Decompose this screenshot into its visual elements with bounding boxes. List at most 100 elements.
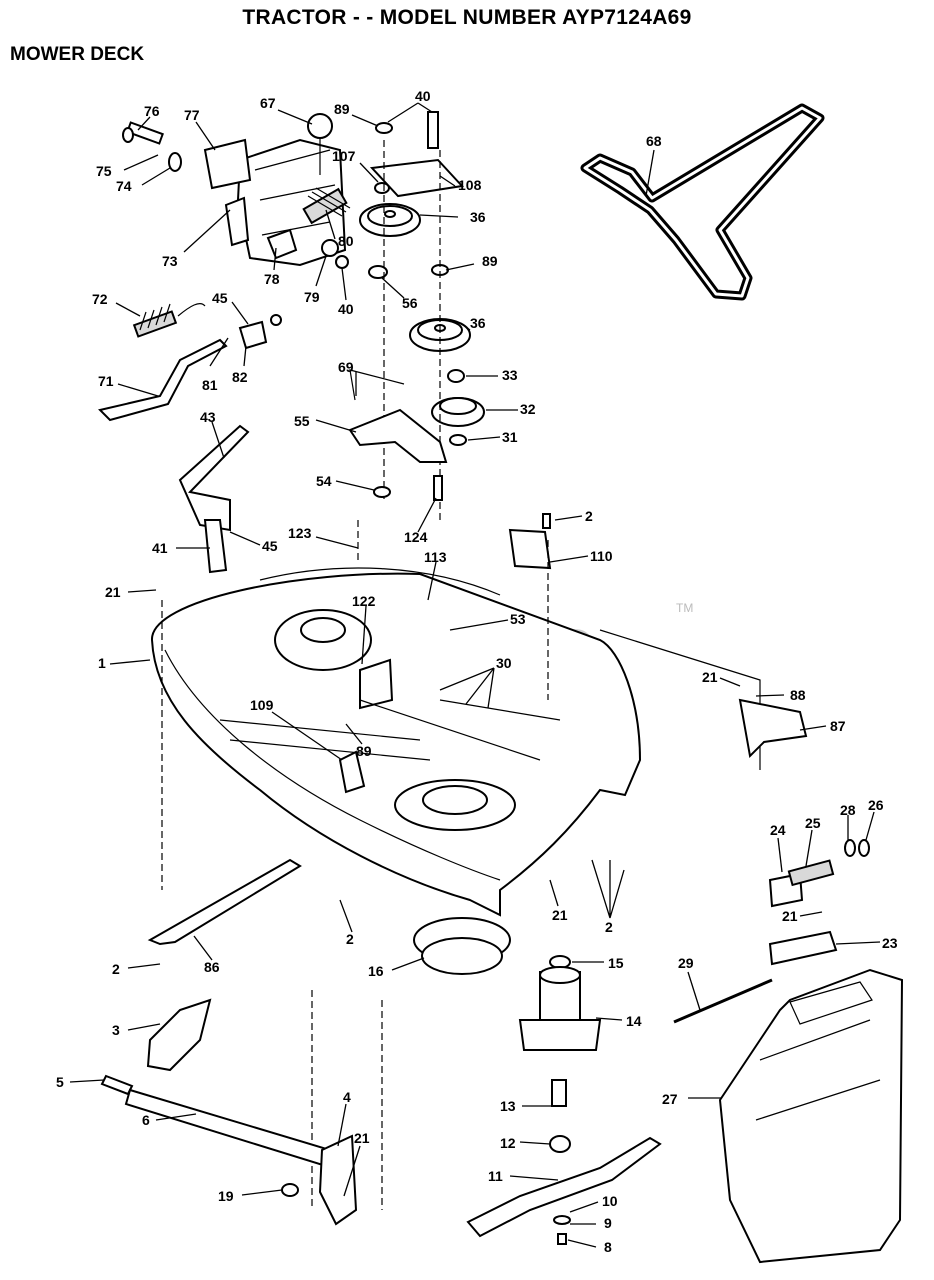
- mower-deck-part-1: [150, 567, 642, 917]
- leader-lines: [69, 102, 881, 1248]
- callout-10: 10: [602, 1193, 618, 1209]
- callout-122: 122: [352, 593, 376, 609]
- callout-9: 9: [604, 1215, 612, 1231]
- callout-4: 4: [343, 1089, 351, 1105]
- callout-78: 78: [264, 271, 280, 287]
- rod-part-71: [98, 338, 228, 422]
- callout-28: 28: [840, 802, 856, 818]
- washer-part-28: [844, 839, 856, 857]
- callout-31: 31: [502, 429, 518, 445]
- callout-21: 21: [782, 908, 798, 924]
- callout-56: 56: [402, 295, 418, 311]
- callout-86: 86: [204, 959, 220, 975]
- callout-14: 14: [626, 1013, 642, 1029]
- callout-110: 110: [590, 548, 613, 564]
- pin-part-5: [100, 1074, 134, 1096]
- washer-part-74: [168, 152, 182, 172]
- callout-108: 108: [458, 177, 482, 193]
- discharge-chute-part-27: [718, 968, 904, 1264]
- callout-67: 67: [260, 95, 276, 111]
- callout-113: 113: [424, 549, 447, 565]
- callout-76: 76: [144, 103, 160, 119]
- callout-89: 89: [356, 743, 372, 759]
- bracket-part-110: [508, 528, 552, 570]
- washer-part-54: [373, 486, 391, 498]
- callout-81: 81: [202, 377, 218, 393]
- callout-25: 25: [805, 815, 821, 831]
- callout-87: 87: [830, 718, 846, 734]
- callout-75: 75: [96, 163, 112, 179]
- callout-82: 82: [232, 369, 248, 385]
- arm-part-6: [124, 1088, 332, 1168]
- callout-72: 72: [92, 291, 108, 307]
- bracket-part-87: [738, 698, 808, 759]
- callout-15: 15: [608, 955, 624, 971]
- pulley-stack-upper: [359, 111, 485, 520]
- callout-33: 33: [502, 367, 518, 383]
- rod-part-29: [673, 978, 773, 1024]
- callout-123: 123: [288, 525, 312, 541]
- callout-68: 68: [646, 133, 662, 149]
- callout-40: 40: [415, 88, 431, 104]
- callout-71: 71: [98, 373, 114, 389]
- callout-30: 30: [496, 655, 512, 671]
- callout-32: 32: [520, 401, 536, 417]
- callout-74: 74: [116, 178, 132, 194]
- callout-19: 19: [218, 1188, 234, 1204]
- callout-36: 36: [470, 209, 486, 225]
- lift-link-43: [178, 424, 250, 574]
- callout-labels: 76 77 67 89 40 75 74 107 108 36 73 80 78…: [56, 88, 898, 1255]
- callout-13: 13: [500, 1098, 516, 1114]
- bolt-part-19: [281, 1183, 299, 1197]
- spring-part-72: [132, 303, 206, 338]
- callout-45: 45: [262, 538, 278, 554]
- callout-2: 2: [346, 931, 354, 947]
- clip-part-45: [238, 314, 282, 350]
- callout-3: 3: [112, 1022, 120, 1038]
- callout-53: 53: [510, 611, 526, 627]
- callout-73: 73: [162, 253, 178, 269]
- callout-89: 89: [482, 253, 498, 269]
- bracket-part-77: [203, 138, 252, 190]
- spindle-assembly: [413, 917, 662, 1245]
- callout-21: 21: [702, 669, 718, 685]
- cable-part-69: [349, 369, 405, 401]
- callout-21: 21: [552, 907, 568, 923]
- callout-107: 107: [332, 148, 356, 164]
- callout-26: 26: [868, 797, 884, 813]
- callout-36: 36: [470, 315, 486, 331]
- spring-part-25: [787, 859, 835, 887]
- callout-77: 77: [184, 107, 200, 123]
- callout-2: 2: [605, 919, 613, 935]
- callout-69: 69: [338, 359, 354, 375]
- belt-part-68: [580, 103, 825, 301]
- callout-43: 43: [200, 409, 216, 425]
- callout-24: 24: [770, 822, 786, 838]
- callout-29: 29: [678, 955, 694, 971]
- callout-16: 16: [368, 963, 384, 979]
- callout-88: 88: [790, 687, 806, 703]
- callout-8: 8: [604, 1239, 612, 1255]
- callout-12: 12: [500, 1135, 516, 1151]
- callout-89: 89: [334, 101, 350, 117]
- callout-79: 79: [304, 289, 320, 305]
- callout-45: 45: [212, 290, 228, 306]
- bracket-part-3: [146, 998, 212, 1072]
- callout-2: 2: [585, 508, 593, 524]
- shaft-bolt-76: [122, 121, 164, 145]
- block-part-109: [338, 750, 366, 794]
- callout-80: 80: [338, 233, 354, 249]
- idler-bracket-assembly: [236, 113, 351, 269]
- callout-1: 1: [98, 655, 106, 671]
- bracket-part-4: [318, 1134, 358, 1226]
- callout-11: 11: [488, 1168, 503, 1184]
- callout-6: 6: [142, 1112, 150, 1128]
- callout-23: 23: [882, 935, 898, 951]
- callout-55: 55: [294, 413, 310, 429]
- nut-part-26: [858, 839, 870, 857]
- callout-21: 21: [354, 1130, 370, 1146]
- bracket-part-23: [768, 930, 838, 966]
- screw-part-2a: [542, 513, 551, 529]
- watermark-trademark: TM: [676, 601, 693, 615]
- callout-21: 21: [105, 584, 121, 600]
